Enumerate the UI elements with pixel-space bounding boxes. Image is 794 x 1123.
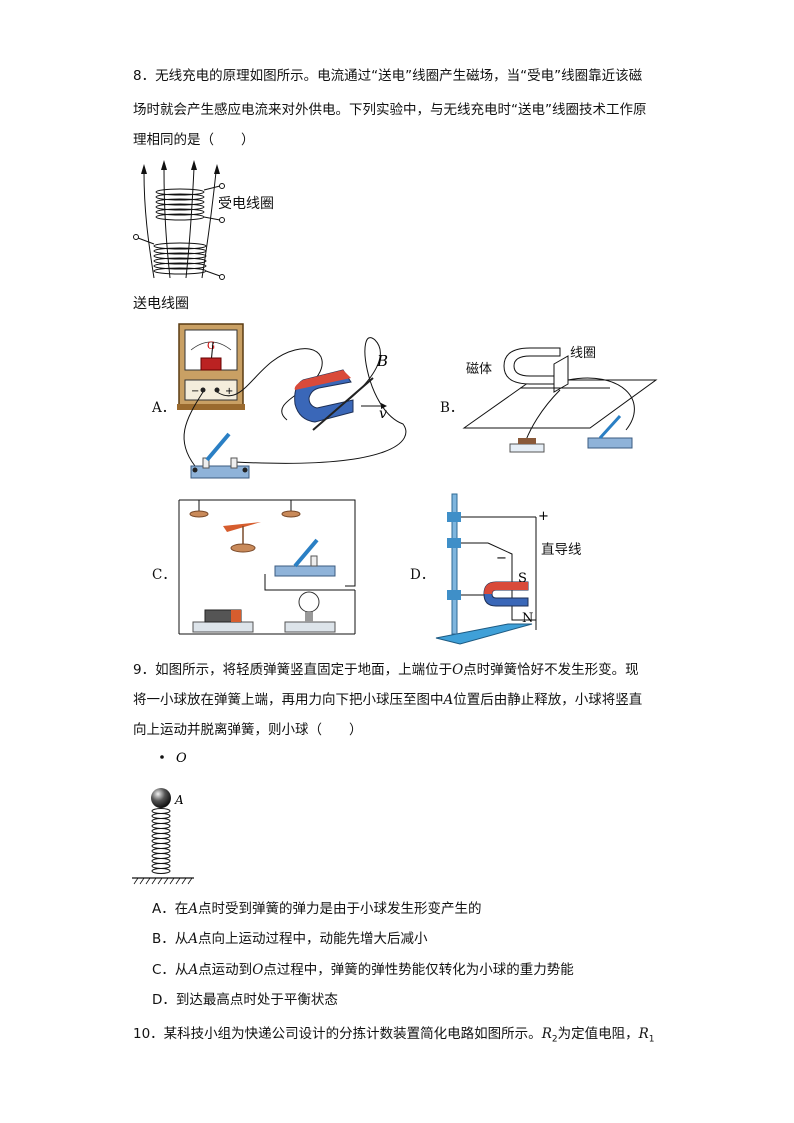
fig-a-label: A — [174, 793, 184, 807]
q9-option-c: C．从A点运动到O点过程中，弹簧的弹性势能仅转化为小球的重力势能 — [152, 960, 574, 980]
option-b-figure — [462, 347, 658, 453]
q9-line-1: 9．如图所示，将轻质弹簧竖直固定于地面，上端位于O点时弹簧恰好不发生形变。现 — [133, 660, 639, 680]
q9-option-a: A．在A点时受到弹簧的弹力是由于小球发生形变产生的 — [152, 899, 482, 919]
pole-s: S — [518, 571, 527, 586]
option-d-figure: + − S N — [435, 493, 549, 645]
receive-coil-label: 受电线圈 — [218, 196, 274, 212]
q9-o-point: O — [452, 662, 464, 678]
field-b-label: B — [376, 352, 388, 370]
q8-line-2: 场时就会产生感应电流来对外供电。下列实验中，与无线充电时“送电”线圈技术工作原 — [133, 102, 647, 118]
q9-opt-a-point: A — [188, 901, 198, 917]
q9-opt-c-mid: 点运动到 — [198, 962, 253, 978]
q9-opt-a-post: 点时受到弹簧的弹力是由于小球发生形变产生的 — [198, 901, 482, 917]
q9-option-b: B．从A点向上运动过程中，动能先增大后减小 — [152, 929, 428, 949]
q9-opt-c-pre: C．从 — [152, 962, 189, 978]
send-coil-label: 送电线圈 — [133, 296, 189, 312]
galvanometer-letter: G — [207, 341, 215, 352]
q9-opt-c-point-o: O — [252, 962, 264, 978]
q9-a-point: A — [443, 692, 454, 708]
option-c-label: C． — [152, 567, 176, 583]
pole-n: N — [522, 611, 533, 626]
wire-plus: + — [538, 509, 549, 524]
q10-r1: R — [638, 1026, 649, 1042]
option-d-label: D． — [410, 567, 435, 583]
q9-line-2: 将一小球放在弹簧上端，再用力向下把小球压至图中A位置后由静止释放，小球将竖直 — [133, 690, 642, 710]
velocity-v-label: v — [379, 406, 387, 422]
coil-label: 线圈 — [570, 346, 597, 361]
magnet-label: 磁体 — [466, 362, 493, 377]
q10-r2: R — [541, 1026, 552, 1042]
q9-option-d: D．到达最高点时处于平衡状态 — [152, 992, 338, 1008]
option-b-label: B． — [440, 400, 464, 416]
spring-figure: O A — [132, 751, 194, 885]
q9-line-1-a: 9．如图所示，将轻质弹簧竖直固定于地面，上端位于 — [133, 662, 453, 678]
q9-line-2-b: 位置后由静止释放，小球将竖直 — [453, 692, 643, 708]
q8-line-3: 理相同的是（ ） — [133, 132, 255, 148]
q10-line-1-a: 10．某科技小组为快递公司设计的分拣计数装置简化电路如图所示。 — [133, 1026, 542, 1042]
q10-r2-sub: 2 — [551, 1034, 558, 1045]
fig-o-label: O — [176, 751, 187, 766]
coil-figure — [133, 160, 225, 280]
wire-minus: − — [496, 551, 507, 566]
option-a-label: A． — [152, 400, 176, 416]
q9-opt-c-point-a: A — [188, 962, 199, 978]
q9-opt-b-post: 点向上运动过程中，动能先增大后减小 — [198, 931, 428, 947]
q9-opt-b-point: A — [188, 931, 199, 947]
q9-line-3: 向上运动并脱离弹簧，则小球（ ） — [133, 722, 363, 738]
q9-opt-a-pre: A．在 — [152, 901, 189, 917]
q9-line-1-b: 点时弹簧恰好不发生形变。现 — [463, 662, 639, 678]
straight-wire-label: 直导线 — [541, 542, 582, 558]
q10-line-1: 10．某科技小组为快递公司设计的分拣计数装置简化电路如图所示。R2为定值电阻，R… — [133, 1024, 655, 1050]
q9-opt-b-pre: B．从 — [152, 931, 189, 947]
option-a-figure: G − + B v — [177, 323, 407, 479]
q9-line-2-a: 将一小球放在弹簧上端，再用力向下把小球压至图中 — [133, 692, 444, 708]
q8-line-1: 8．无线充电的原理如图所示。电流通过“送电”线圈产生磁场，当“受电”线圈靠近该磁 — [133, 68, 643, 84]
q10-mid: 为定值电阻， — [557, 1026, 639, 1042]
galv-plus: + — [225, 386, 233, 397]
q9-opt-c-post: 点过程中，弹簧的弹性势能仅转化为小球的重力势能 — [263, 962, 574, 978]
galv-minus: − — [191, 386, 199, 397]
q10-r1-sub: 1 — [648, 1034, 655, 1045]
option-c-figure — [178, 499, 356, 635]
